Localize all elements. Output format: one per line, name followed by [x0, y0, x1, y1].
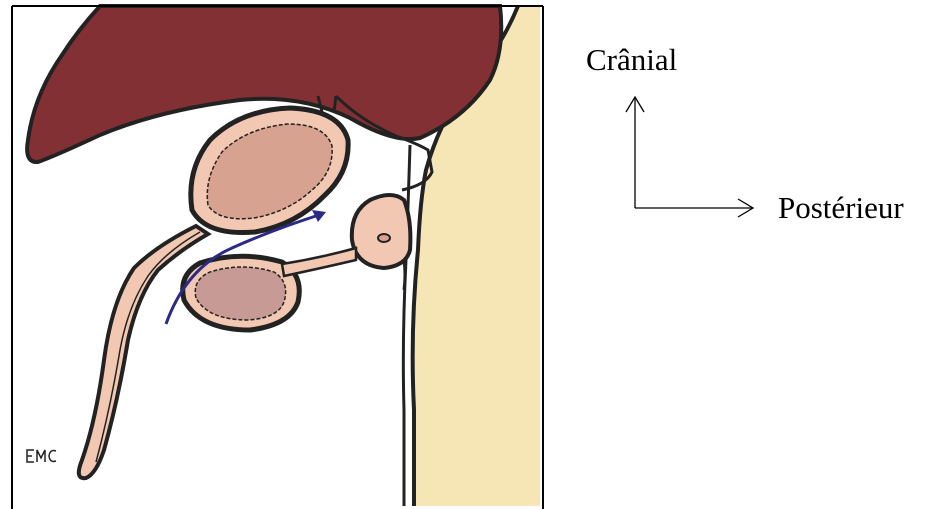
pancreas — [352, 195, 411, 268]
posterior-label: Postérieur — [778, 190, 904, 226]
orientation-arrows — [626, 97, 753, 217]
peritoneal-line-lower — [404, 260, 405, 290]
pancreatic-duct — [378, 234, 390, 242]
cranial-label: Crânial — [586, 42, 677, 78]
